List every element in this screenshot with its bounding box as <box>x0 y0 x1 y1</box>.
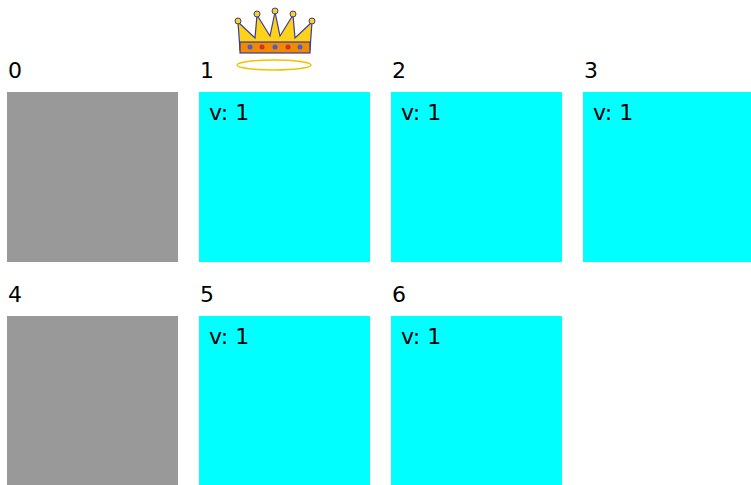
array-cell: 2 v: 1 <box>391 58 562 262</box>
array-cell: 6 v: 1 <box>391 282 562 485</box>
cell-box: v: 1 <box>391 316 562 485</box>
value-text: v: 1 <box>401 100 441 126</box>
index-label: 6 <box>392 282 562 316</box>
cell-box <box>7 316 178 485</box>
array-cell: 3 v: 1 <box>583 58 751 262</box>
array-cell: 0 <box>7 58 178 262</box>
array-cell: 5 v: 1 <box>199 282 370 485</box>
value-text: v: 1 <box>209 324 249 350</box>
index-label: 0 <box>8 58 178 92</box>
index-label: 1 <box>200 58 370 92</box>
crown-icon <box>235 8 315 70</box>
array-cell: 1 v: 1 <box>199 58 370 262</box>
value-text: v: 1 <box>593 100 633 126</box>
index-label: 3 <box>584 58 751 92</box>
cell-box: v: 1 <box>199 92 370 262</box>
index-label: 4 <box>8 282 178 316</box>
index-label: 5 <box>200 282 370 316</box>
cell-box: v: 1 <box>391 92 562 262</box>
cell-box: v: 1 <box>199 316 370 485</box>
cell-box <box>7 92 178 262</box>
cell-box: v: 1 <box>583 92 751 262</box>
value-text: v: 1 <box>401 324 441 350</box>
index-label: 2 <box>392 58 562 92</box>
array-cell: 4 <box>7 282 178 485</box>
value-text: v: 1 <box>209 100 249 126</box>
